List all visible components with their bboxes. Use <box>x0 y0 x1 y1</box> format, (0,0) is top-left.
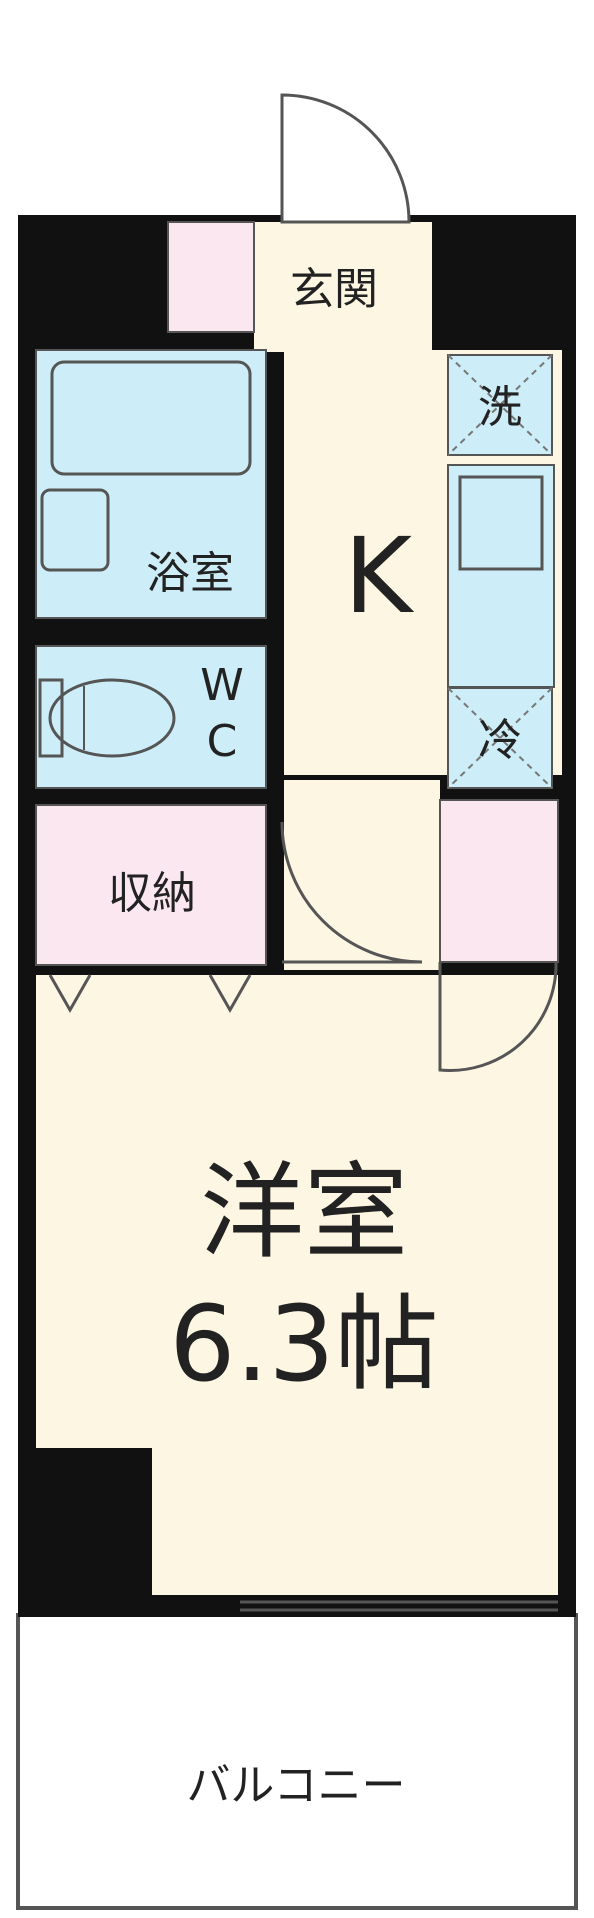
toilet-floor <box>35 645 267 789</box>
western-room-label: 洋室 <box>200 1151 408 1273</box>
bath-sink <box>40 488 110 572</box>
room-storage <box>439 799 559 963</box>
toilet-bowl <box>48 678 176 758</box>
entrance-floor <box>254 222 432 352</box>
closet-floor <box>35 804 267 966</box>
bathtub <box>50 360 252 476</box>
toilet-label-c: C <box>207 716 238 767</box>
kitchen-label: K <box>344 515 415 637</box>
structural-column <box>36 1448 152 1598</box>
entrance-label: 玄関 <box>290 264 378 315</box>
fridge-label: 冷 <box>478 715 522 766</box>
hall-floor <box>284 780 440 970</box>
closet-label: 収納 <box>108 868 196 919</box>
washer-label: 洗 <box>478 382 522 433</box>
entrance-storage <box>167 221 255 333</box>
bathroom-label: 浴室 <box>146 548 234 599</box>
western-room-size: 6.3帖 <box>169 1283 438 1405</box>
bathroom-floor <box>35 349 267 619</box>
sink-basin <box>458 475 544 571</box>
closet-doors <box>48 974 252 1014</box>
entrance-door <box>280 93 411 224</box>
toilet-tank <box>38 678 64 758</box>
kitchen-counter <box>447 464 555 688</box>
balcony-label: バルコニー <box>186 1760 405 1811</box>
room-door <box>280 821 423 964</box>
storage-door <box>438 961 558 1072</box>
balcony-area <box>16 1613 578 1910</box>
toilet-label-w: W <box>200 660 244 711</box>
